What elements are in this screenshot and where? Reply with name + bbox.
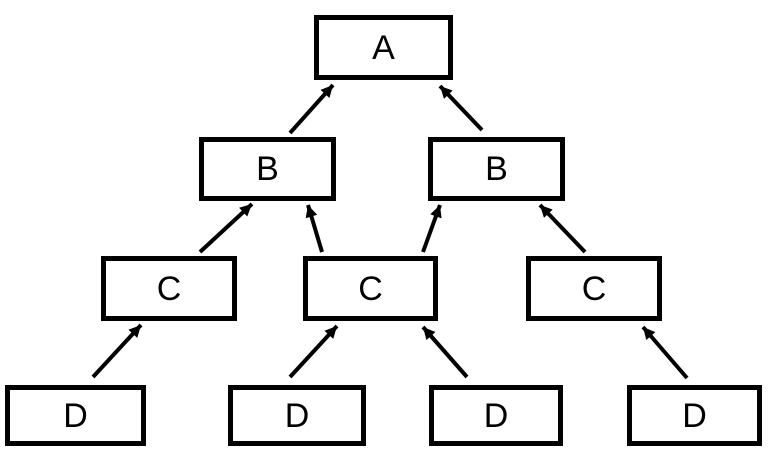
edge-arrow-C2-to-B2: [421, 204, 442, 253]
edge-arrow-C1-to-B1: [198, 202, 254, 254]
edge-arrow-D2-to-C2: [288, 324, 339, 379]
node-C3-label: C: [581, 269, 607, 308]
node-B1-label: B: [256, 150, 279, 188]
node-D1-box: D: [5, 385, 146, 446]
node-C3-box: C: [526, 256, 662, 321]
node-D3-box: D: [429, 385, 563, 446]
node-C1-label: C: [156, 269, 182, 308]
edge-arrow-C3-to-B2: [538, 203, 587, 254]
node-C2-box: C: [303, 256, 438, 321]
node-D1-label: D: [63, 396, 88, 435]
node-D2-label: D: [284, 396, 310, 435]
node-C2-label: C: [358, 269, 383, 308]
edge-arrow-B1-to-A: [288, 83, 335, 135]
node-A-box: A: [314, 15, 453, 80]
node-B1-box: B: [199, 137, 336, 201]
edge-arrow-C2-to-B1: [305, 204, 324, 253]
node-D3-label: D: [483, 396, 509, 435]
edge-arrow-B2-to-A: [438, 84, 484, 132]
edge-arrow-D4-to-C3: [641, 325, 689, 380]
edge-arrow-D3-to-C2: [421, 325, 469, 379]
node-D4-label: D: [682, 396, 707, 435]
node-B2-box: B: [428, 137, 565, 201]
node-D4-box: D: [627, 385, 762, 446]
node-A-label: A: [372, 28, 395, 67]
node-C1-box: C: [101, 256, 237, 321]
node-B2-label: B: [485, 150, 508, 188]
edge-arrow-D1-to-C1: [91, 323, 143, 379]
node-D2-box: D: [228, 385, 366, 446]
